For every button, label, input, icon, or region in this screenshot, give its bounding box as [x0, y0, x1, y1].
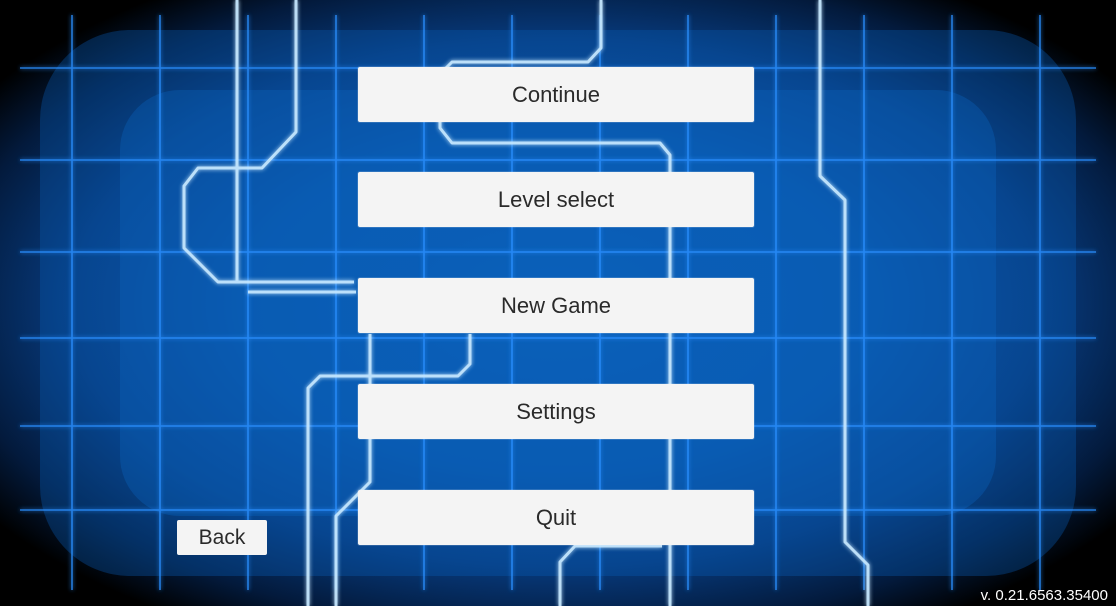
level-select-button-label: Level select	[497, 186, 615, 212]
version-label: v. 0.21.6563.35400	[980, 587, 1108, 604]
settings-button[interactable]: Settings	[358, 384, 754, 439]
new-game-button-label: New Game	[500, 292, 612, 318]
new-game-button[interactable]: New Game	[358, 278, 754, 333]
continue-button[interactable]: Continue	[358, 67, 754, 122]
settings-button-label: Settings	[516, 398, 596, 424]
level-select-button[interactable]: Level select	[358, 172, 754, 227]
back-button-label: Back	[198, 525, 246, 549]
quit-button-label: Quit	[535, 504, 577, 530]
quit-button[interactable]: Quit	[358, 490, 754, 545]
back-button[interactable]: Back	[177, 520, 267, 555]
continue-button-label: Continue	[511, 81, 601, 107]
